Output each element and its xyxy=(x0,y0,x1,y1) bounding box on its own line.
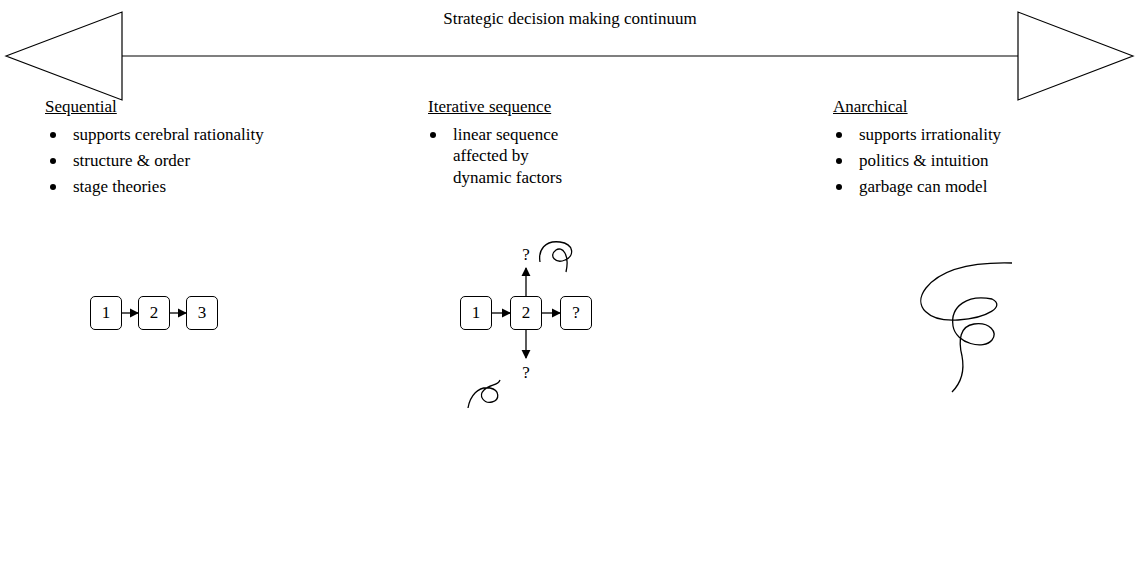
bullet-dot xyxy=(836,184,842,190)
bullet-dot xyxy=(50,158,56,164)
box-number: ? xyxy=(572,303,580,323)
bullet-dot xyxy=(50,184,56,190)
process-box: 1 xyxy=(460,296,492,330)
column-heading: Anarchical xyxy=(833,96,908,117)
bullet-text: garbage can model xyxy=(859,176,987,197)
bullet-text: linear sequence affected by dynamic fact… xyxy=(453,124,570,188)
bullet-item: structure & order xyxy=(50,150,190,171)
flow-arrow xyxy=(492,312,510,313)
column-heading: Sequential xyxy=(45,96,117,117)
up-arrow xyxy=(525,268,526,296)
question-mark: ? xyxy=(522,244,530,265)
box-number: 3 xyxy=(198,303,207,323)
bullet-dot xyxy=(430,132,436,138)
bullet-dot xyxy=(50,132,56,138)
bullet-text: supports irrationality xyxy=(859,124,1001,145)
box-number: 1 xyxy=(102,303,111,323)
continuum-title: Strategic decision making continuum xyxy=(439,8,701,29)
bullet-text: politics & intuition xyxy=(859,150,988,171)
bullet-item: linear sequence affected by dynamic fact… xyxy=(430,124,570,188)
box-number: 2 xyxy=(522,303,531,323)
process-box: 2 xyxy=(138,296,170,330)
question-mark: ? xyxy=(522,362,530,383)
bullet-dot xyxy=(836,132,842,138)
box-number: 2 xyxy=(150,303,159,323)
arrow-head-left xyxy=(6,12,122,100)
scribble xyxy=(540,242,572,272)
column-heading: Iterative sequence xyxy=(428,96,551,117)
bullet-item: supports cerebral rationality xyxy=(50,124,264,145)
process-box: 2 xyxy=(510,296,542,330)
bullet-text: supports cerebral rationality xyxy=(73,124,264,145)
down-arrow xyxy=(525,330,526,358)
flow-arrow xyxy=(122,312,138,313)
process-box: 1 xyxy=(90,296,122,330)
box-number: 1 xyxy=(472,303,481,323)
flow-arrow xyxy=(170,312,186,313)
flow-arrow xyxy=(542,312,560,313)
garbage-can-scribble xyxy=(921,263,1012,392)
arrow-head-right xyxy=(1018,12,1133,100)
bullet-item: politics & intuition xyxy=(836,150,988,171)
bullet-text: structure & order xyxy=(73,150,190,171)
bullet-item: garbage can model xyxy=(836,176,987,197)
bullet-item: supports irrationality xyxy=(836,124,1001,145)
process-box: ? xyxy=(560,296,592,330)
bullet-text: stage theories xyxy=(73,176,166,197)
bullet-item: stage theories xyxy=(50,176,166,197)
process-box: 3 xyxy=(186,296,218,330)
bullet-dot xyxy=(836,158,842,164)
scribble xyxy=(468,380,500,408)
continuum-line xyxy=(122,55,1018,56)
